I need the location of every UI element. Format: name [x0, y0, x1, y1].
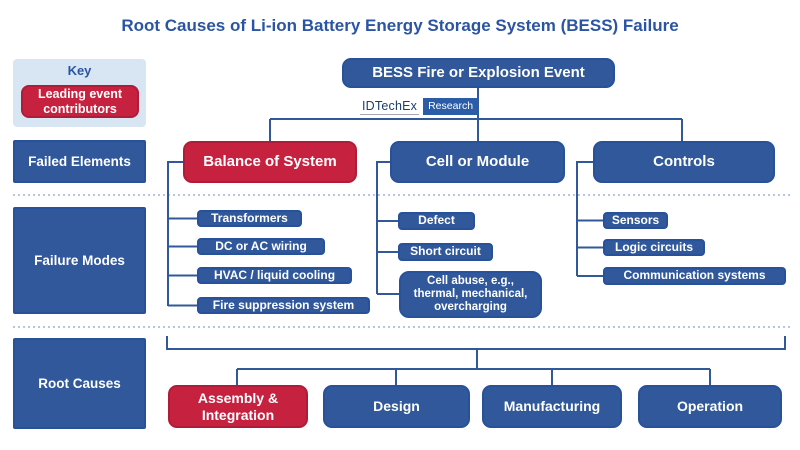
- node-hvac-liquid-cooling: HVAC / liquid cooling: [197, 267, 352, 284]
- idtechex-research-badge: Research: [423, 98, 479, 115]
- node-logic-circuits: Logic circuits: [603, 239, 705, 256]
- key-leading-contributors-badge: Leading event contributors: [21, 85, 139, 118]
- node-fire-suppression-system: Fire suppression system: [197, 297, 370, 314]
- connector-root-causes-bracket: [166, 336, 786, 385]
- node-cell-abuse: Cell abuse, e.g., thermal, mechanical, o…: [399, 271, 542, 318]
- key-title: Key: [67, 63, 92, 78]
- node-sensors: Sensors: [603, 212, 668, 229]
- node-manufacturing: Manufacturing: [482, 385, 622, 428]
- idtechex-brand: IDTechEx: [360, 98, 420, 115]
- node-controls: Controls: [593, 141, 775, 183]
- row-label-root-causes: Root Causes: [13, 338, 146, 429]
- row-label-failed-elements: Failed Elements: [13, 140, 146, 183]
- node-balance-of-system: Balance of System: [183, 141, 357, 183]
- node-defect: Defect: [398, 212, 475, 230]
- node-design: Design: [323, 385, 470, 428]
- bess-event-node: BESS Fire or Explosion Event: [342, 58, 615, 88]
- idtechex-logo: IDTechEx Research: [360, 98, 479, 115]
- row-label-failure-modes: Failure Modes: [13, 207, 146, 314]
- node-dc-ac-wiring: DC or AC wiring: [197, 238, 325, 255]
- connector-cell-or-module-branch: [376, 161, 399, 295]
- node-cell-or-module: Cell or Module: [390, 141, 565, 183]
- node-short-circuit: Short circuit: [398, 243, 493, 261]
- node-transformers: Transformers: [197, 210, 302, 227]
- node-communication-systems: Communication systems: [603, 267, 786, 285]
- page-title: Root Causes of Li-ion Battery Energy Sto…: [121, 16, 679, 35]
- connector-balance-of-system-branch: [167, 161, 197, 307]
- connector-controls-branch: [576, 161, 603, 277]
- node-assembly-integration: Assembly & Integration: [168, 385, 308, 428]
- node-operation: Operation: [638, 385, 782, 428]
